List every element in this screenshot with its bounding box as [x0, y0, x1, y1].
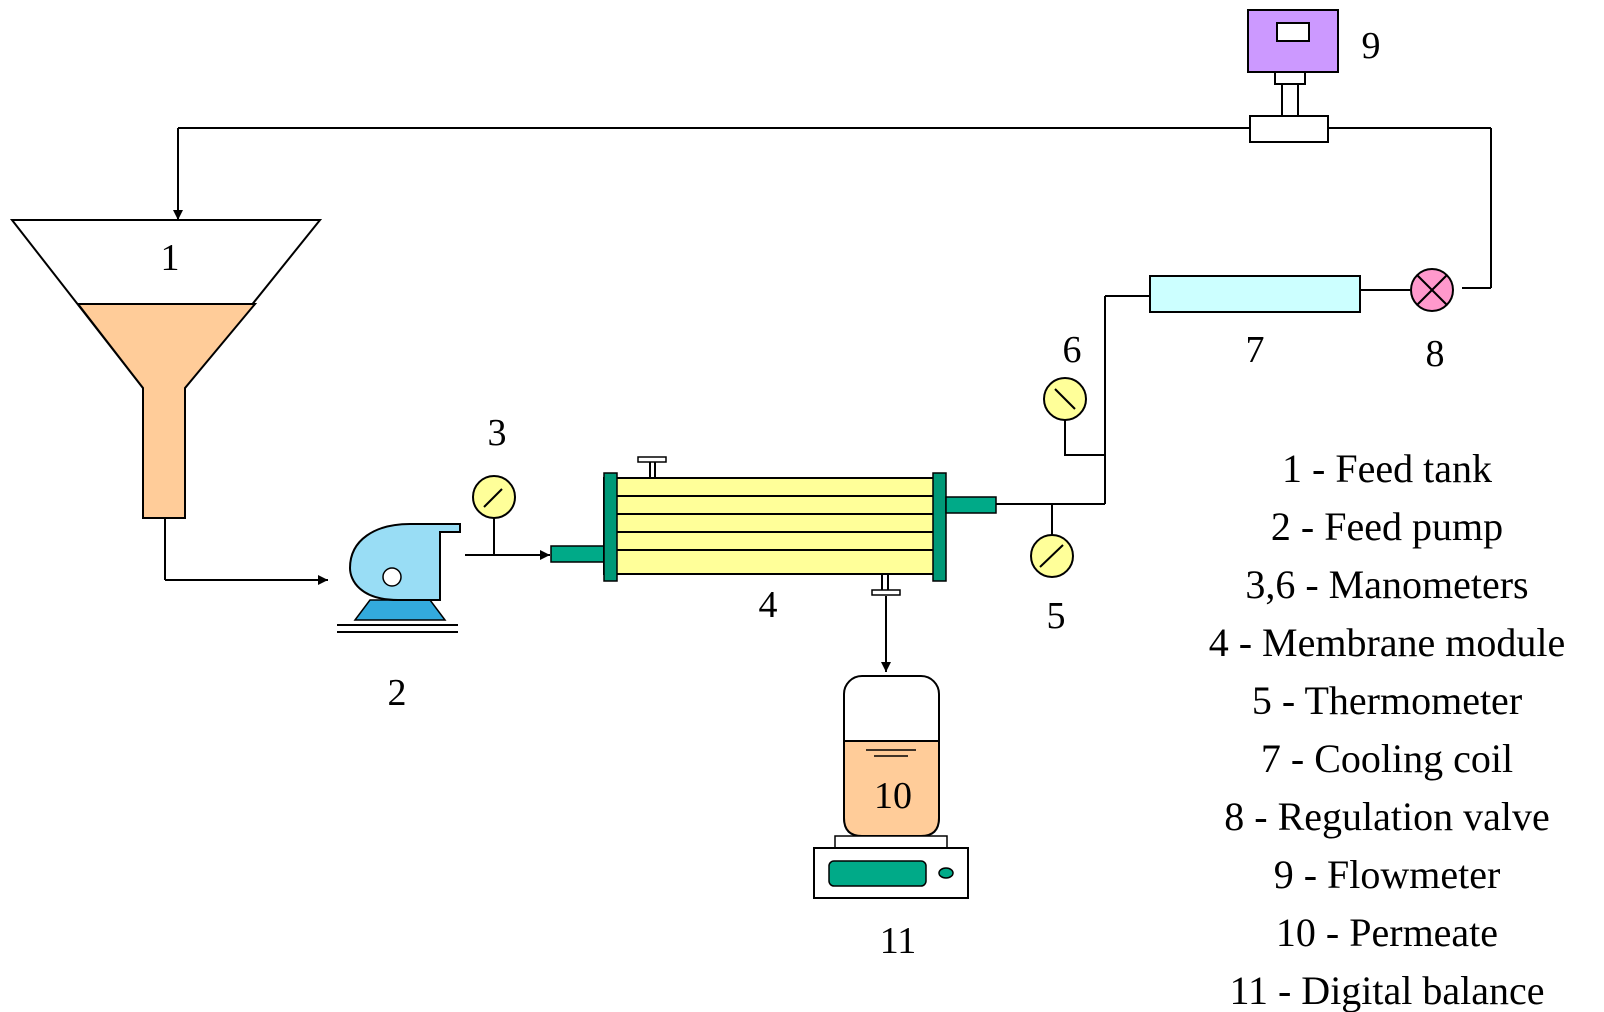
module-permeate-port: [871, 589, 901, 596]
label-2: 2: [388, 672, 407, 714]
label-10: 10: [874, 775, 912, 817]
module-outlet-nozzle: [945, 496, 997, 514]
manometer-6-stem: [1064, 418, 1105, 456]
flowmeter-stem: [1281, 83, 1299, 117]
flowmeter: [1247, 9, 1339, 143]
manometer-3-needle: [483, 488, 503, 508]
regulation-valve: [1410, 268, 1454, 312]
balance-pan: [834, 835, 948, 849]
cooling-coil: [1149, 275, 1361, 313]
legend-item: 9 - Flowmeter: [1274, 852, 1501, 897]
legend-item: 5 - Thermometer: [1252, 678, 1522, 723]
label-9: 9: [1362, 25, 1381, 67]
membrane-module: [550, 456, 997, 596]
module-inlet-nozzle: [550, 545, 605, 563]
balance-display: [828, 860, 927, 887]
feed-tank-liquid: [75, 303, 258, 519]
module-top-port: [637, 456, 667, 463]
digital-balance: [813, 835, 969, 899]
label-7: 7: [1246, 329, 1265, 371]
label-11: 11: [880, 920, 917, 962]
module-shell: [603, 477, 935, 575]
piping: [164, 127, 1492, 672]
pump-base: [353, 599, 447, 621]
balance-button: [938, 867, 954, 879]
legend-item: 2 - Feed pump: [1271, 504, 1503, 549]
legend-item: 8 - Regulation valve: [1224, 794, 1549, 839]
flowmeter-tee: [1249, 115, 1329, 143]
pump-impeller: [382, 567, 402, 587]
legend-item: 1 - Feed tank: [1282, 446, 1492, 491]
thermometer-5-needle: [1039, 544, 1064, 568]
label-6: 6: [1063, 329, 1082, 371]
module-tubes: [604, 495, 934, 551]
manometer-3: [472, 475, 516, 519]
manometer-6: [1043, 377, 1087, 421]
label-8: 8: [1426, 333, 1445, 375]
legend-item: 4 - Membrane module: [1209, 620, 1566, 665]
label-3: 3: [488, 412, 507, 454]
legend-item: 3,6 - Manometers: [1245, 562, 1528, 607]
permeate-vessel: [843, 675, 940, 837]
thermometer-5: [1030, 534, 1074, 578]
label-4: 4: [759, 584, 778, 626]
manometer-6-needle: [1054, 388, 1076, 410]
legend-item: 11 - Digital balance: [1229, 968, 1544, 1012]
module-left-flange: [603, 472, 618, 582]
feed-tank: [9, 219, 323, 519]
label-5: 5: [1047, 595, 1066, 637]
legend-item: 7 - Cooling coil: [1261, 736, 1513, 781]
module-right-flange: [932, 472, 947, 582]
legend: 1 - Feed tank 2 - Feed pump 3,6 - Manome…: [1209, 446, 1566, 1012]
component-numbers: 1 2 3 4 5 6 7 8 9 10 11: [161, 25, 1445, 962]
legend-item: 10 - Permeate: [1276, 910, 1498, 955]
label-1: 1: [161, 237, 180, 279]
flowmeter-neck: [1274, 71, 1306, 85]
pump-casing: [348, 523, 461, 601]
feed-pump: [337, 523, 461, 633]
flowmeter-display: [1276, 22, 1310, 42]
